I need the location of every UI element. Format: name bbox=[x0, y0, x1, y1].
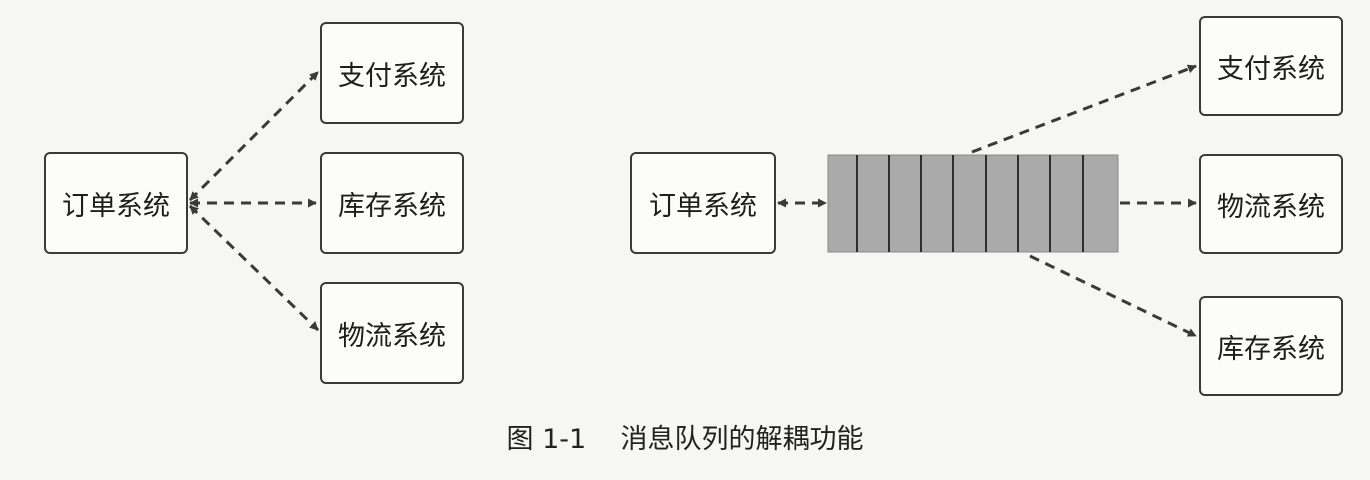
message-queue bbox=[827, 154, 1119, 253]
left-payment-system-box: 支付系统 bbox=[320, 22, 464, 124]
right-inventory-system-box: 库存系统 bbox=[1199, 296, 1343, 396]
right-logistics-system-box: 物流系统 bbox=[1199, 154, 1343, 254]
arrow-order-to-payment bbox=[188, 70, 320, 202]
right-payment-system-box: 支付系统 bbox=[1199, 16, 1343, 116]
arrow-order-to-logistics bbox=[188, 204, 320, 332]
arrow-queue-to-inventory bbox=[1029, 254, 1197, 338]
left-inventory-system-box: 库存系统 bbox=[320, 152, 464, 254]
left-logistics-system-box: 物流系统 bbox=[320, 282, 464, 384]
figure-caption: 图 1-1 消息队列的解耦功能 bbox=[506, 424, 864, 455]
left-order-system-box: 订单系统 bbox=[44, 152, 188, 254]
arrow-queue-to-payment bbox=[971, 64, 1197, 154]
right-order-system-box: 订单系统 bbox=[630, 152, 776, 254]
